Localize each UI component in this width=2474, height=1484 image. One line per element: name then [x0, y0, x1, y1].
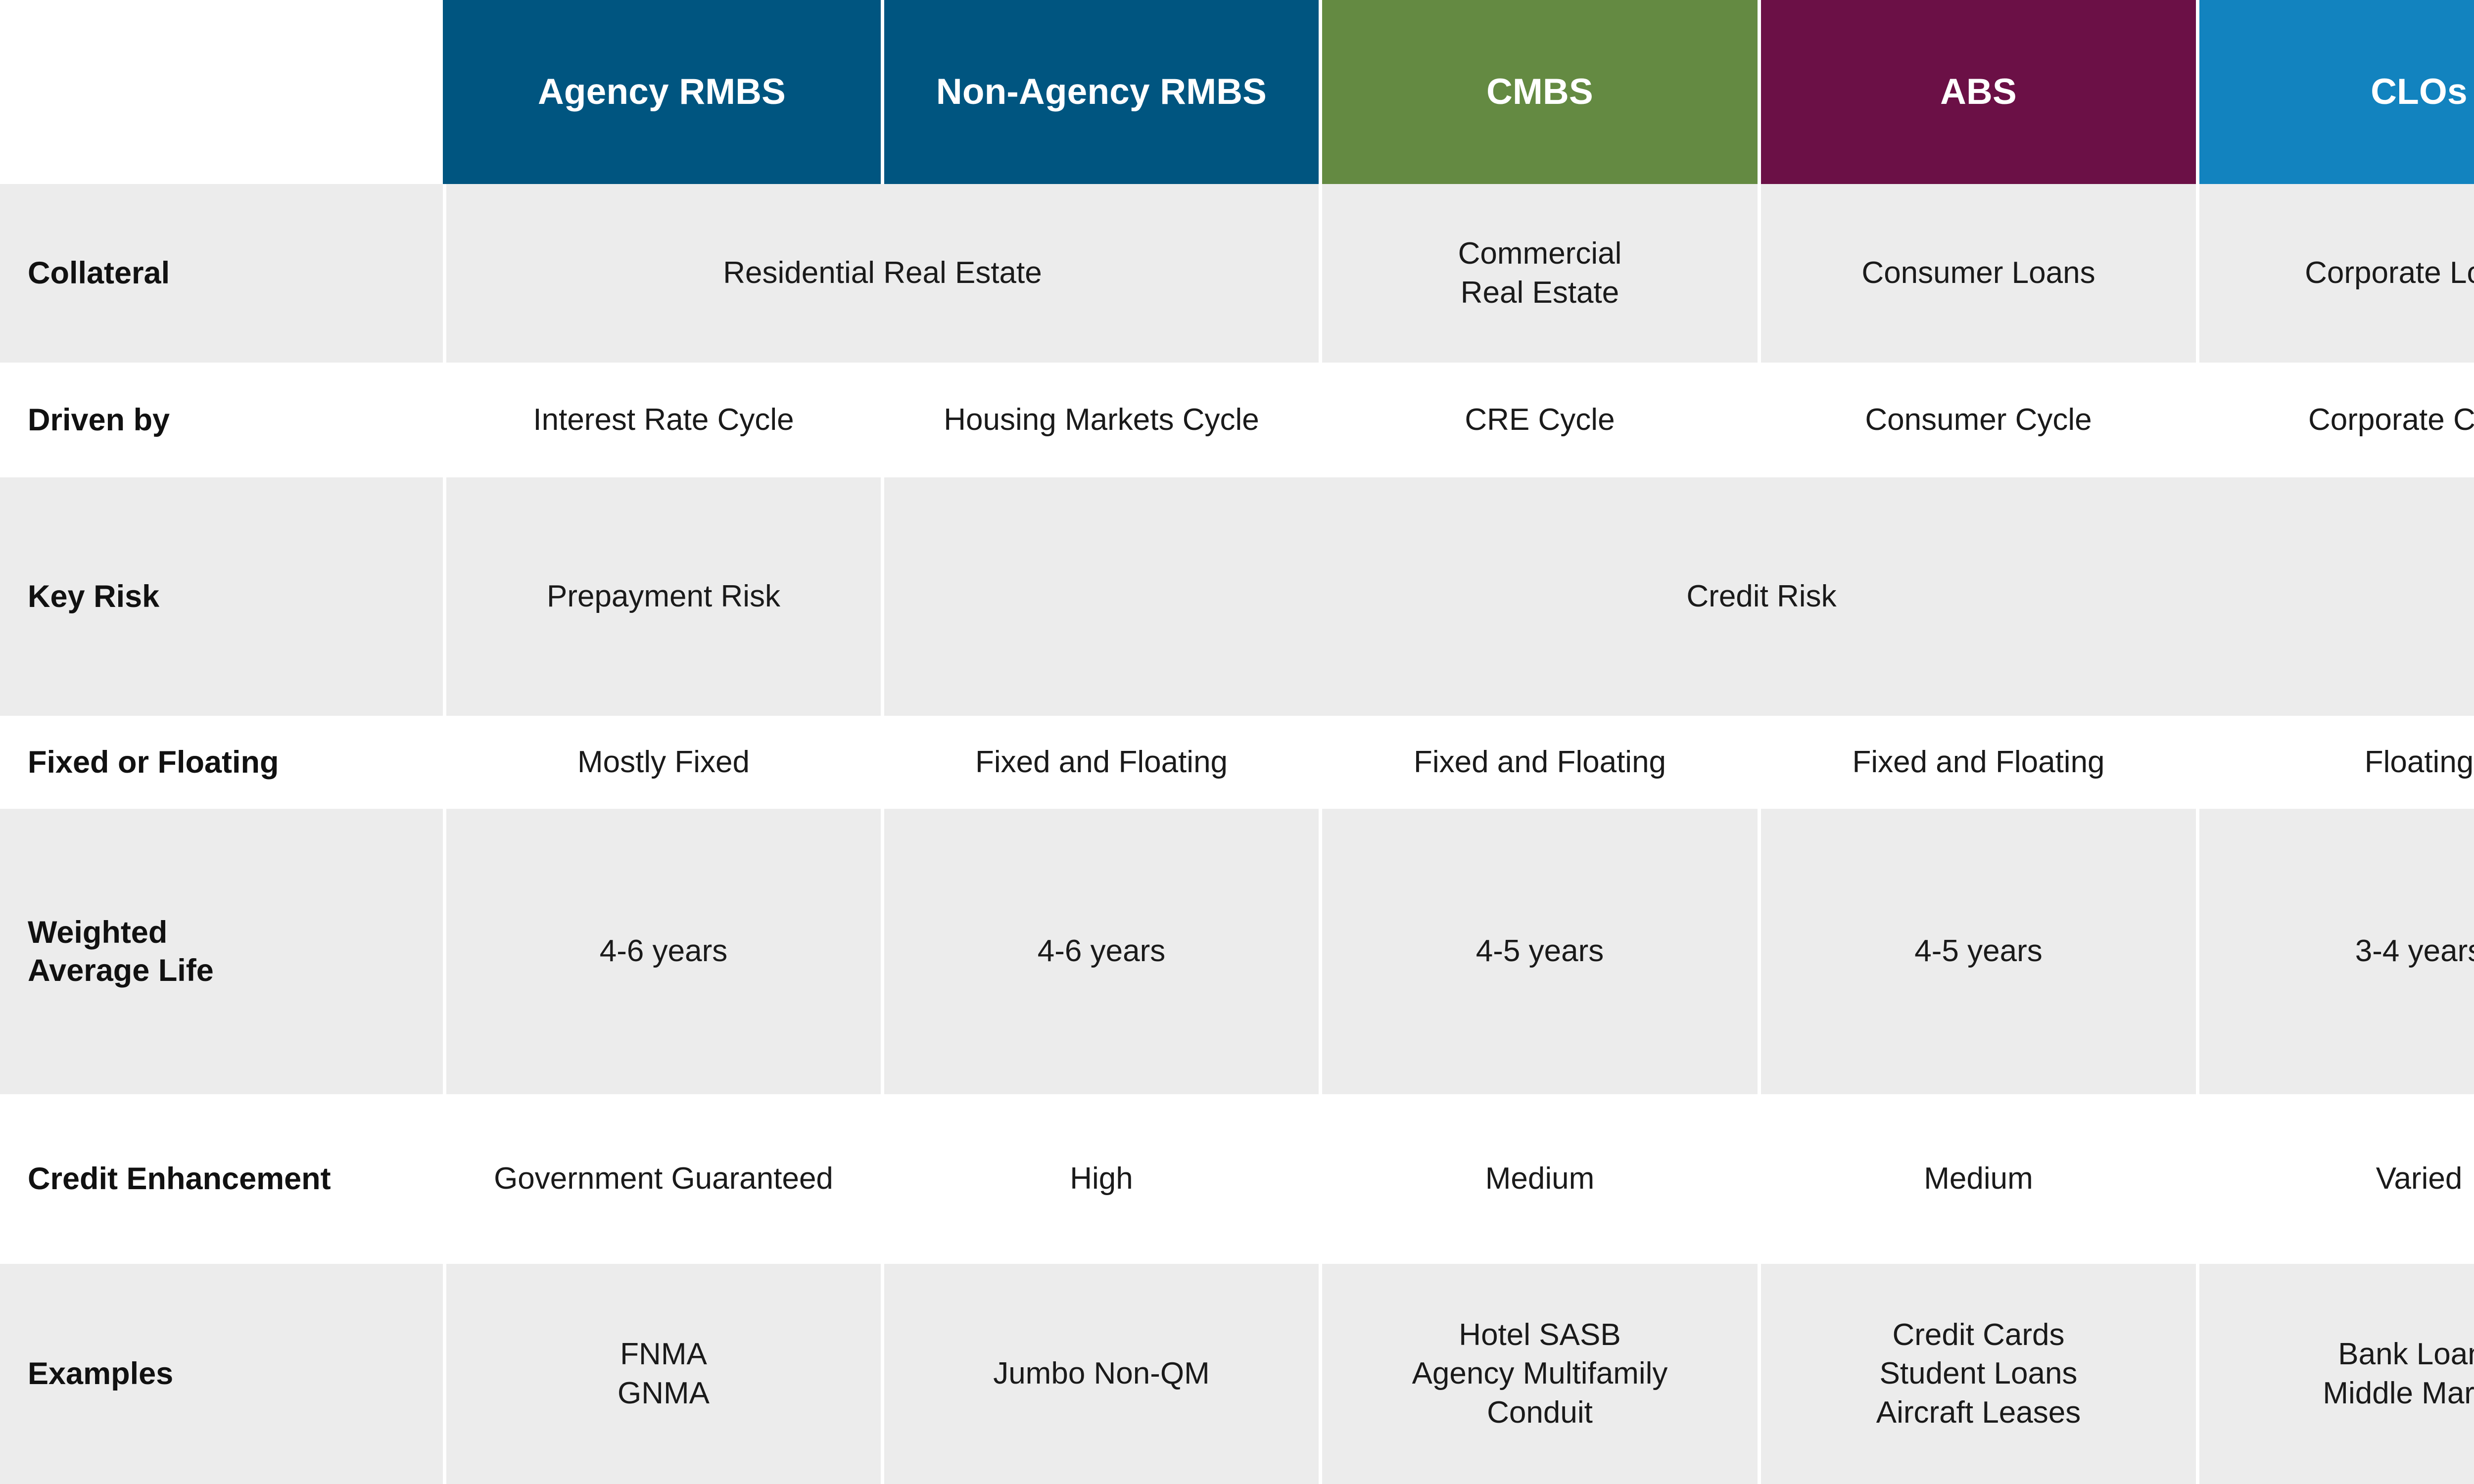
cell-key-risk: Prepayment Risk: [443, 477, 881, 716]
cell-driven-by: Consumer Cycle: [1758, 363, 2196, 477]
row-label-fixed-or-floating: Fixed or Floating: [0, 716, 443, 809]
cell-examples: FNMA GNMA: [443, 1264, 881, 1484]
cell-fixed-or-floating: Fixed and Floating: [1319, 716, 1758, 809]
cell-examples: Credit Cards Student Loans Aircraft Leas…: [1758, 1264, 2196, 1484]
cell-credit-enhancement: Government Guaranteed: [443, 1094, 881, 1264]
cell-driven-by: Corporate Cycle: [2196, 363, 2474, 477]
cell-collateral: Commercial Real Estate: [1319, 184, 1758, 363]
cell-fixed-or-floating: Mostly Fixed: [443, 716, 881, 809]
cell-examples: Jumbo Non-QM: [881, 1264, 1319, 1484]
cell-credit-enhancement: High: [881, 1094, 1319, 1264]
cell-collateral: Residential Real Estate: [443, 184, 1319, 363]
column-header-non-agency-rmbs[interactable]: Non-Agency RMBS: [881, 0, 1319, 184]
cell-driven-by: Interest Rate Cycle: [443, 363, 881, 477]
row-label-credit-enhancement: Credit Enhancement: [0, 1094, 443, 1264]
cell-weighted-average-life: 4-6 years: [443, 809, 881, 1094]
cell-weighted-average-life: 4-5 years: [1319, 809, 1758, 1094]
cell-fixed-or-floating: Fixed and Floating: [881, 716, 1319, 809]
cell-credit-enhancement: Medium: [1319, 1094, 1758, 1264]
cell-weighted-average-life: 4-5 years: [1758, 809, 2196, 1094]
column-header-abs[interactable]: ABS: [1758, 0, 2196, 184]
cell-key-risk: Credit Risk: [881, 477, 2474, 716]
column-header-clos[interactable]: CLOs: [2196, 0, 2474, 184]
cell-examples: Bank Loans Middle Market: [2196, 1264, 2474, 1484]
column-header-cmbs[interactable]: CMBS: [1319, 0, 1758, 184]
cell-collateral: Consumer Loans: [1758, 184, 2196, 363]
cell-examples: Hotel SASB Agency Multifamily Conduit: [1319, 1264, 1758, 1484]
row-label-key-risk: Key Risk: [0, 477, 443, 716]
header-corner-cell: [0, 0, 443, 184]
cell-credit-enhancement: Medium: [1758, 1094, 2196, 1264]
cell-weighted-average-life: 4-6 years: [881, 809, 1319, 1094]
row-label-weighted-average-life: Weighted Average Life: [0, 809, 443, 1094]
cell-credit-enhancement: Varied: [2196, 1094, 2474, 1264]
cell-fixed-or-floating: Floating: [2196, 716, 2474, 809]
cell-fixed-or-floating: Fixed and Floating: [1758, 716, 2196, 809]
cell-weighted-average-life: 3-4 years: [2196, 809, 2474, 1094]
row-label-driven-by: Driven by: [0, 363, 443, 477]
row-label-examples: Examples: [0, 1264, 443, 1484]
row-label-collateral: Collateral: [0, 184, 443, 363]
column-header-agency-rmbs[interactable]: Agency RMBS: [443, 0, 881, 184]
cell-driven-by: CRE Cycle: [1319, 363, 1758, 477]
cell-collateral: Corporate Loans: [2196, 184, 2474, 363]
cell-driven-by: Housing Markets Cycle: [881, 363, 1319, 477]
